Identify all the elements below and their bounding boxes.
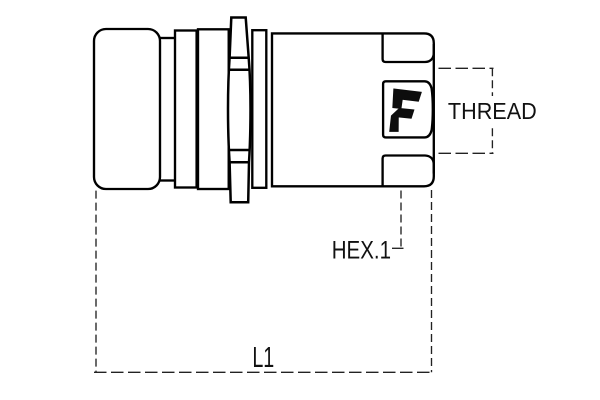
- svg-text:THREAD: THREAD: [448, 98, 537, 124]
- svg-text:L1: L1: [252, 342, 274, 374]
- svg-text:HEX.1: HEX.1: [332, 235, 391, 263]
